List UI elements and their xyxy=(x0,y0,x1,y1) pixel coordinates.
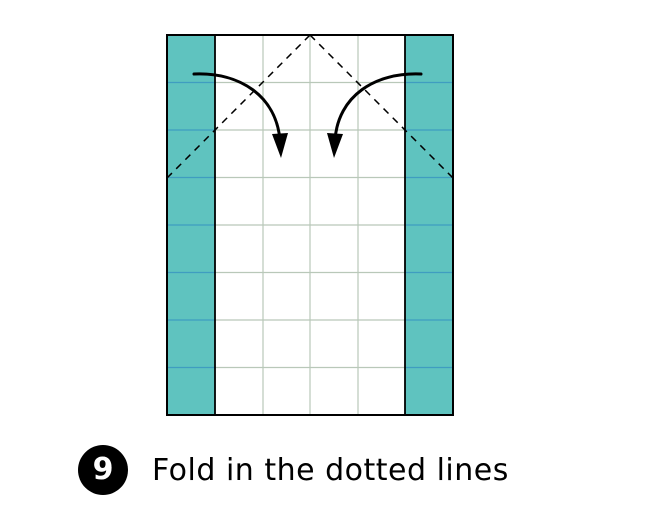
grid-creases xyxy=(167,35,453,415)
cropped-next-line-fragment xyxy=(186,516,412,527)
curved-arrow-right-icon xyxy=(327,72,423,158)
step-number: 9 xyxy=(92,452,114,487)
step-instruction: Fold in the dotted lines xyxy=(152,452,509,488)
step-number-badge: 9 xyxy=(78,445,128,495)
step-caption: 9 Fold in the dotted lines xyxy=(78,444,509,496)
curved-arrow-left-icon xyxy=(192,72,288,158)
